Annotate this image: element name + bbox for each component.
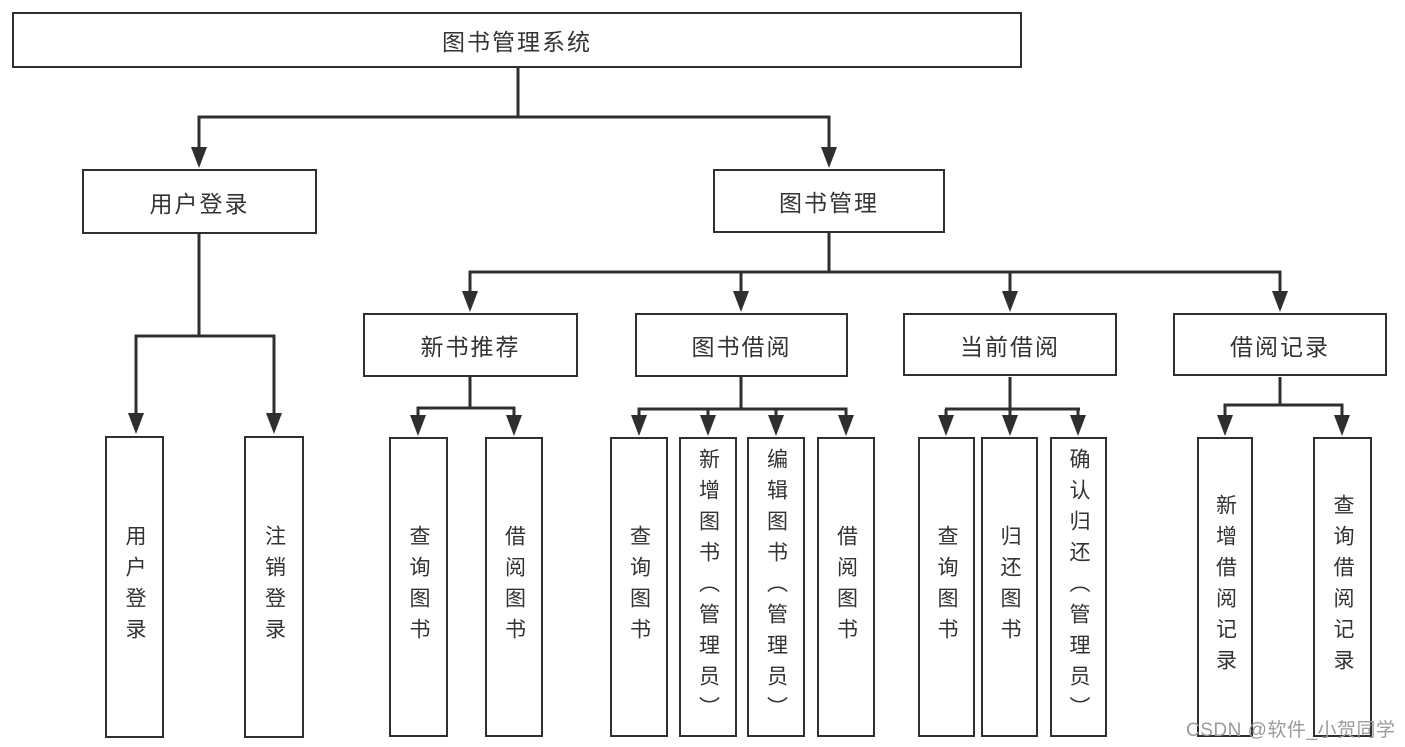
leaf-logout: 注销登录 — [244, 436, 304, 738]
node-book-management: 图书管理 — [713, 169, 945, 233]
leaf-query-borrow-record: 查询借阅记录 — [1313, 437, 1372, 737]
node-borrowing-records: 借阅记录 — [1173, 313, 1387, 376]
leaf-borrow-books-recommend: 借阅图书 — [485, 437, 543, 737]
leaf-confirm-return-admin: 确认归还（管理员） — [1050, 437, 1107, 737]
leaf-edit-books-admin: 编辑图书（管理员） — [747, 437, 805, 737]
leaf-query-books-borrow: 查询图书 — [610, 437, 668, 737]
node-new-book-recommendation: 新书推荐 — [363, 313, 578, 377]
leaf-add-borrow-record: 新增借阅记录 — [1197, 437, 1253, 737]
leaf-query-books-current: 查询图书 — [918, 437, 975, 737]
node-book-borrowing: 图书借阅 — [635, 313, 848, 377]
csdn-watermark: CSDN @软件_小贺同学 — [1186, 720, 1396, 741]
leaf-add-books-admin: 新增图书（管理员） — [679, 437, 737, 737]
leaf-return-books: 归还图书 — [981, 437, 1038, 737]
node-root-library-system: 图书管理系统 — [12, 12, 1022, 68]
node-user-login: 用户登录 — [82, 169, 317, 234]
arrowheads — [128, 147, 1350, 436]
leaf-query-books-recommend: 查询图书 — [389, 437, 448, 737]
leaf-user-login: 用户登录 — [105, 436, 164, 738]
node-current-borrowing: 当前借阅 — [903, 313, 1117, 376]
leaf-borrow-books: 借阅图书 — [817, 437, 875, 737]
